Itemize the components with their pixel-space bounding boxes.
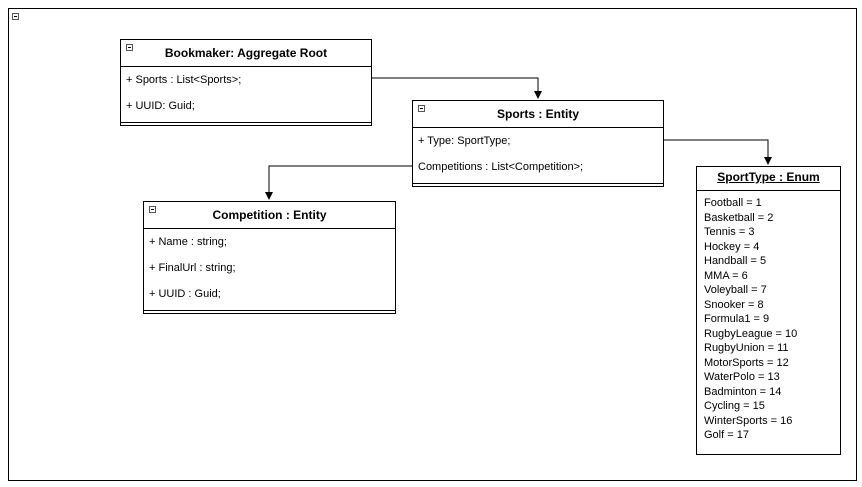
class-header: Competition : Entity (144, 202, 395, 229)
bookmaker-class[interactable]: Bookmaker: Aggregate Root + Sports : Lis… (120, 39, 372, 126)
enum-literal: Golf = 17 (704, 429, 749, 441)
competition-class[interactable]: Competition : Entity + Name : string; + … (143, 201, 396, 314)
enum-literal: RugbyLeague = 10 (704, 327, 798, 340)
enum-literal: Football = 1 (704, 197, 762, 209)
enum-literal: Snooker = 8 (704, 298, 764, 311)
enum-literal: WaterPolo = 13 (704, 371, 780, 383)
collapse-icon[interactable] (418, 105, 425, 112)
class-title: Competition : Entity (212, 208, 327, 222)
enum-literal: MMA = 6 (704, 269, 748, 282)
sports-class[interactable]: Sports : Entity + Type: SportType; Compe… (412, 100, 664, 187)
edge-bookmaker-to-sports (372, 77, 542, 99)
class-divider (144, 310, 395, 311)
collapse-icon[interactable] (12, 13, 19, 20)
attribute-competitions: Competitions : List<Competition>; (418, 161, 584, 173)
sporttype-enum[interactable]: SportType : Enum Football = 1 Basketball… (696, 166, 841, 455)
enum-literal: Handball = 5 (704, 255, 767, 267)
class-header: Bookmaker: Aggregate Root (121, 40, 371, 67)
collapse-icon[interactable] (149, 206, 156, 213)
attribute-type: + Type: SportType; (418, 135, 511, 147)
enum-literal: MotorSports = 12 (704, 356, 789, 369)
class-title: Sports : Entity (496, 107, 579, 121)
class-title: Bookmaker: Aggregate Root (164, 46, 328, 60)
enum-literal: Basketball = 2 (704, 211, 774, 224)
enum-literal: Tennis = 3 (704, 226, 755, 238)
collapse-icon[interactable] (126, 44, 133, 51)
enum-header: SportType : Enum (697, 167, 840, 191)
class-divider (121, 122, 371, 123)
edge-sports-to-competition (265, 165, 412, 200)
enum-literals: Football = 1 Basketball = 2 Tennis = 3 H… (697, 191, 840, 443)
attribute-finalurl: + FinalUrl : string; (149, 262, 236, 274)
attribute-uuid: + UUID: Guid; (126, 100, 195, 112)
attribute-name: + Name : string; (149, 236, 227, 248)
enum-literal: Hockey = 4 (704, 240, 760, 253)
edge-sports-to-sporttype (664, 139, 772, 165)
enum-literal: Voleyball = 7 (704, 284, 767, 296)
class-divider (413, 183, 663, 184)
enum-literal: Formula1 = 9 (704, 313, 770, 325)
diagram-frame (8, 8, 857, 481)
enum-literal: Badminton = 14 (704, 385, 782, 398)
enum-title: SportType : Enum (717, 170, 820, 184)
attribute-uuid: + UUID : Guid; (149, 288, 221, 300)
enum-literal: RugbyUnion = 11 (704, 342, 789, 354)
enum-literal: WinterSports = 16 (704, 414, 793, 427)
class-header: Sports : Entity (413, 101, 663, 128)
attribute-sports: + Sports : List<Sports>; (126, 74, 242, 86)
enum-literal: Cycling = 15 (704, 400, 765, 412)
